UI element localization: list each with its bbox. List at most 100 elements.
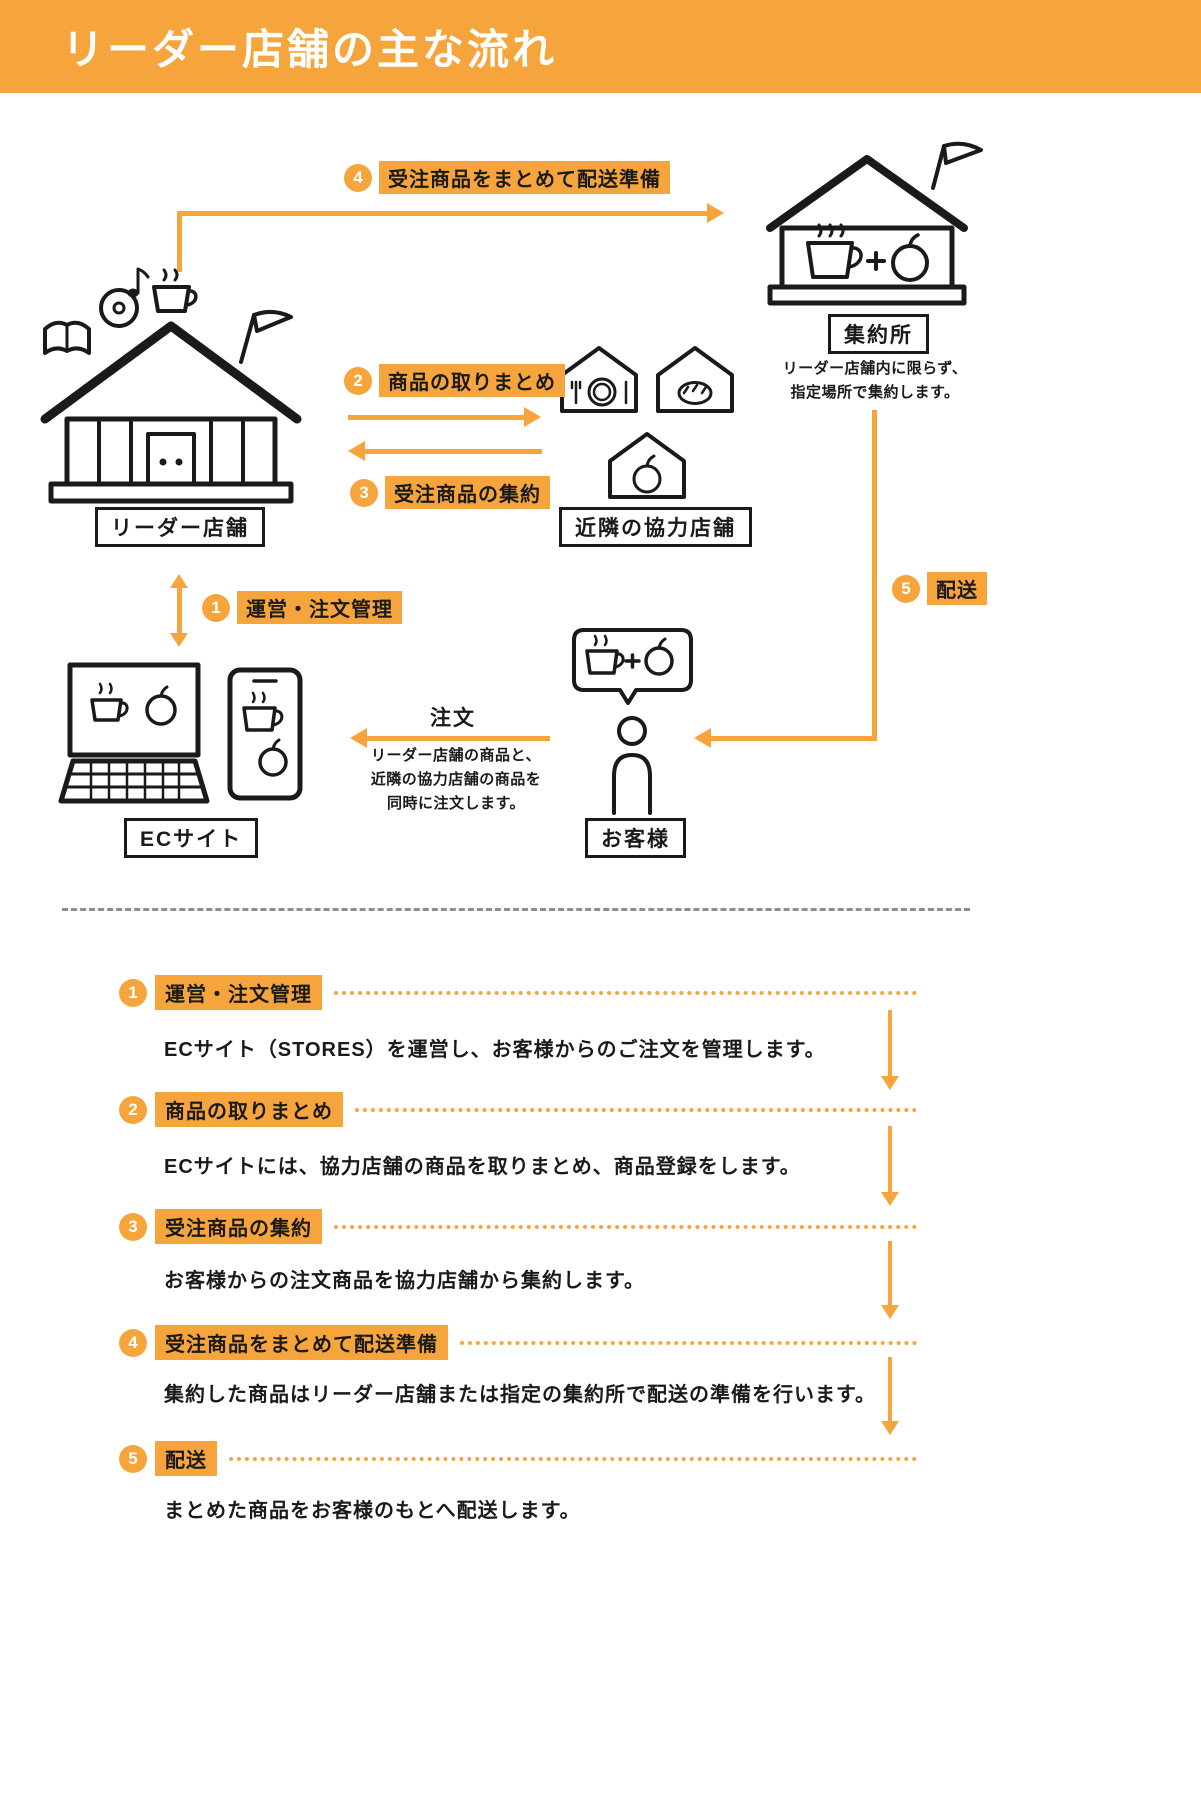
aggregation-note-line1: リーダー店舗内に限らず、	[782, 360, 968, 377]
bread-icon	[677, 381, 713, 405]
step4-description: 集約した商品はリーダー店舗または指定の集約所で配送の準備を行います。	[164, 1384, 876, 1406]
step5-arrowhead-icon	[694, 728, 711, 748]
coffee-cup-icon	[90, 682, 129, 722]
step1-arrowhead-up-icon	[170, 574, 188, 588]
flow-step5-text: 配送	[927, 572, 987, 605]
step-row-3: 3 受注商品の集約	[119, 1209, 917, 1244]
step4-number-badge: 4	[344, 163, 372, 192]
step1-title: 運営・注文管理	[155, 975, 322, 1010]
flow-step2-label: 2 商品の取りまとめ	[344, 364, 565, 397]
flow-step2-text: 商品の取りまとめ	[379, 364, 565, 397]
apple-icon	[644, 637, 674, 676]
house-base	[767, 284, 967, 306]
aggregation-house-icon	[766, 141, 983, 306]
step3-title: 受注商品の集約	[155, 1209, 322, 1244]
restaurant-house-icon	[560, 346, 638, 413]
order-note-line2: 近隣の協力店舗の商品を	[370, 771, 542, 788]
step4-arrowhead-icon	[707, 203, 724, 223]
apple-icon	[145, 685, 177, 726]
keyboard-shape	[58, 758, 210, 804]
fork-icon	[570, 380, 582, 405]
flow-step3-label: 3 受注商品の集約	[350, 476, 550, 509]
order-note-line1: リーダー店舗の商品と、	[371, 747, 541, 764]
customer-label: お客様	[585, 818, 686, 858]
step2-arrowhead-icon	[524, 407, 541, 427]
plus-icon	[866, 251, 886, 271]
step1-arrow-line	[177, 587, 182, 634]
dotted-leader-line	[334, 1224, 917, 1229]
step3-number-badge: 3	[350, 478, 378, 507]
flow-step4-text: 受注商品をまとめて配送準備	[379, 161, 670, 194]
step-row-1: 1 運営・注文管理	[119, 975, 917, 1010]
step3-arrowhead-icon	[348, 441, 365, 461]
step3-description: お客様からの注文商品を協力店舗から集約します。	[164, 1270, 645, 1292]
step2-number-badge: 2	[344, 366, 372, 395]
page-header: リーダー店舗の主な流れ	[0, 0, 1201, 93]
down-arrow-icon	[881, 1126, 899, 1206]
plate-icon	[587, 377, 617, 407]
order-arrowhead-icon	[350, 728, 367, 748]
dotted-leader-line	[229, 1456, 917, 1461]
step3-arrow-line	[364, 449, 542, 454]
flow-step1-label: 1 運営・注文管理	[202, 591, 402, 624]
step4-arrow-vertical-line	[177, 214, 182, 272]
flag-icon	[931, 141, 983, 190]
flow-step5-label: 5 配送	[892, 572, 987, 605]
partner-stores-label: 近隣の協力店舗	[559, 507, 752, 547]
partner-stores-icon	[560, 346, 734, 499]
apple-icon	[891, 233, 929, 282]
vinyl-record-icon	[99, 288, 139, 328]
step2-title: 商品の取りまとめ	[155, 1092, 343, 1127]
flow-step1-text: 運営・注文管理	[237, 591, 402, 624]
coffee-cup-icon	[152, 268, 198, 313]
step4-number-badge: 4	[119, 1328, 147, 1357]
step2-arrow-line	[348, 415, 526, 420]
step5-title: 配送	[155, 1441, 217, 1476]
coffee-cup-icon	[806, 223, 863, 279]
flow-step3-text: 受注商品の集約	[385, 476, 550, 509]
page-title: リーダー店舗の主な流れ	[62, 26, 558, 73]
step5-number-badge: 5	[892, 574, 920, 603]
bakery-house-icon	[656, 346, 734, 413]
order-arrow-line	[366, 736, 550, 741]
order-note: リーダー店舗の商品と、 近隣の協力店舗の商品を 同時に注文します。	[352, 744, 560, 816]
step-row-2: 2 商品の取りまとめ	[119, 1092, 917, 1127]
grocery-house-icon	[608, 432, 686, 499]
dotted-leader-line	[460, 1340, 917, 1345]
phone-icon	[227, 667, 303, 801]
dashed-divider	[62, 908, 970, 911]
music-note-icon	[127, 267, 150, 298]
step4-arrow-horizontal-line	[177, 211, 709, 216]
flag-icon	[239, 310, 293, 364]
door-shape	[146, 432, 196, 486]
plus-icon	[624, 653, 641, 669]
apple-icon	[258, 738, 288, 777]
coffee-cup-icon	[585, 634, 625, 675]
ec-site-label: ECサイト	[124, 818, 259, 858]
leader-store-label: リーダー店舗	[95, 507, 265, 547]
dotted-leader-line	[334, 990, 917, 995]
aggregation-label: 集約所	[828, 314, 929, 354]
leader-store-icon	[40, 267, 302, 504]
ec-site-icon	[58, 662, 303, 804]
house-shape	[40, 321, 302, 504]
step1-number-badge: 1	[202, 593, 230, 622]
step5-arrow-horizontal-line	[710, 736, 877, 741]
down-arrow-icon	[881, 1010, 899, 1090]
coffee-cup-icon	[242, 691, 284, 732]
customer-icon	[572, 628, 693, 815]
aggregation-note-line2: 指定場所で集約します。	[790, 384, 960, 401]
book-icon	[43, 320, 91, 355]
step-row-4: 4 受注商品をまとめて配送準備	[119, 1325, 917, 1360]
speech-bubble-icon	[572, 628, 693, 705]
down-arrow-icon	[881, 1357, 899, 1435]
step3-number-badge: 3	[119, 1212, 147, 1241]
person-icon	[612, 716, 652, 815]
order-label: 注文	[430, 707, 476, 730]
down-arrow-icon	[881, 1241, 899, 1319]
step4-title: 受注商品をまとめて配送準備	[155, 1325, 448, 1360]
roof-shape	[766, 155, 968, 232]
step-row-5: 5 配送	[119, 1441, 917, 1476]
dotted-leader-line	[355, 1107, 917, 1112]
